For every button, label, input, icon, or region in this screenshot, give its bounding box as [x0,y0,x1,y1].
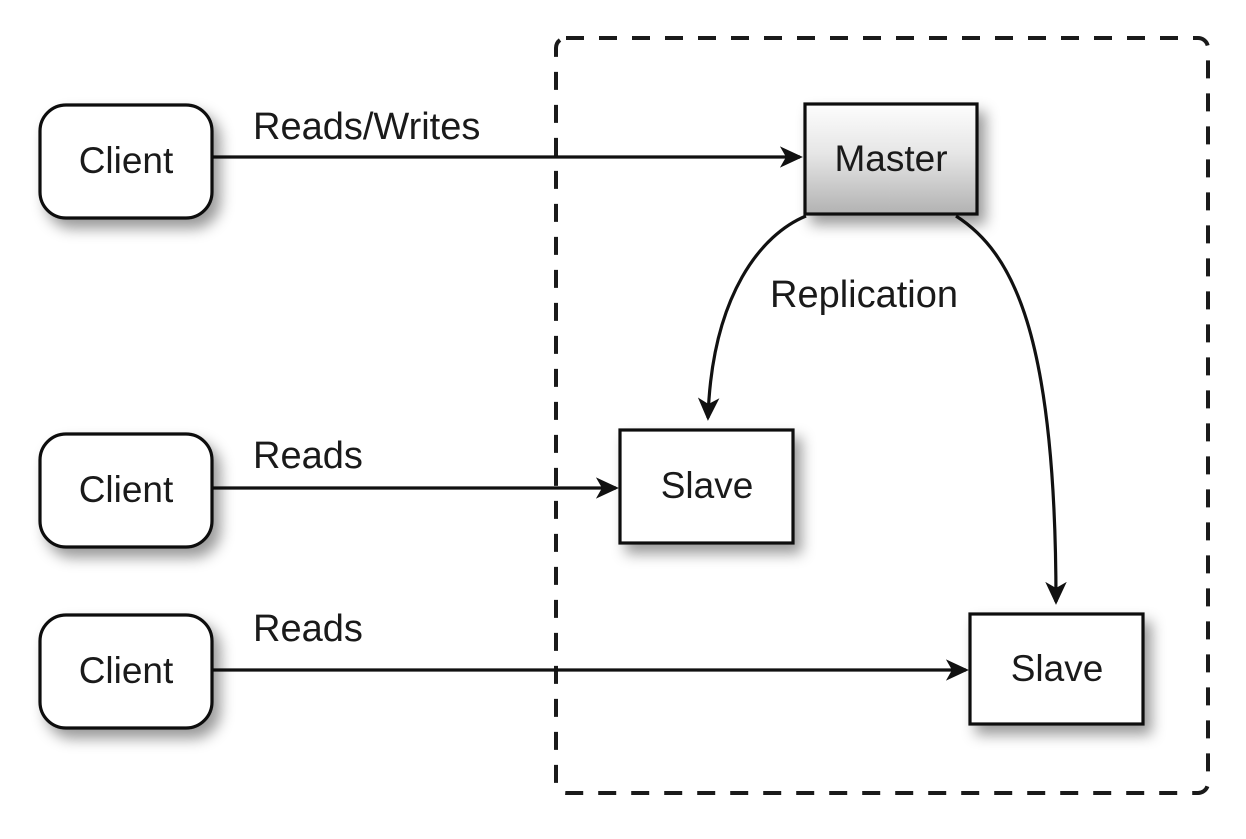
client-1-box[interactable] [38,103,214,220]
edge-master-to-slave2-replication [955,214,1067,605]
client-3-box[interactable] [38,613,214,730]
label-replication: Replication [770,274,958,316]
node-master[interactable]: Master [803,102,979,216]
slave-2-box[interactable] [968,612,1145,726]
label-reads-writes: Reads/Writes [253,106,480,148]
client-3-label: Client [79,650,174,691]
client-2-label: Client [79,469,174,510]
database-cluster-boundary [554,36,1210,795]
label-reads-client2: Reads [253,435,363,477]
slave-1-label: Slave [661,465,754,506]
node-slave-2[interactable]: Slave [968,612,1145,726]
slave-1-box[interactable] [618,428,795,545]
edges-layer [212,146,1067,681]
slave-2-label: Slave [1011,648,1104,689]
edge-master-to-slave1-replication [697,214,807,421]
client-2-box[interactable] [38,432,214,549]
node-client-3[interactable]: Client [38,613,214,730]
edge-labels-layer: Reads/Writes Reads Reads Replication [253,106,958,650]
node-slave-1[interactable]: Slave [618,428,795,545]
master-label: Master [834,138,947,179]
node-client-1[interactable]: Client [38,103,214,220]
client-1-label: Client [79,140,174,181]
node-client-2[interactable]: Client [38,432,214,549]
label-reads-client3: Reads [253,608,363,650]
master-box[interactable] [803,102,979,216]
nodes-layer: Client Client Client Master Slave [38,102,1145,730]
